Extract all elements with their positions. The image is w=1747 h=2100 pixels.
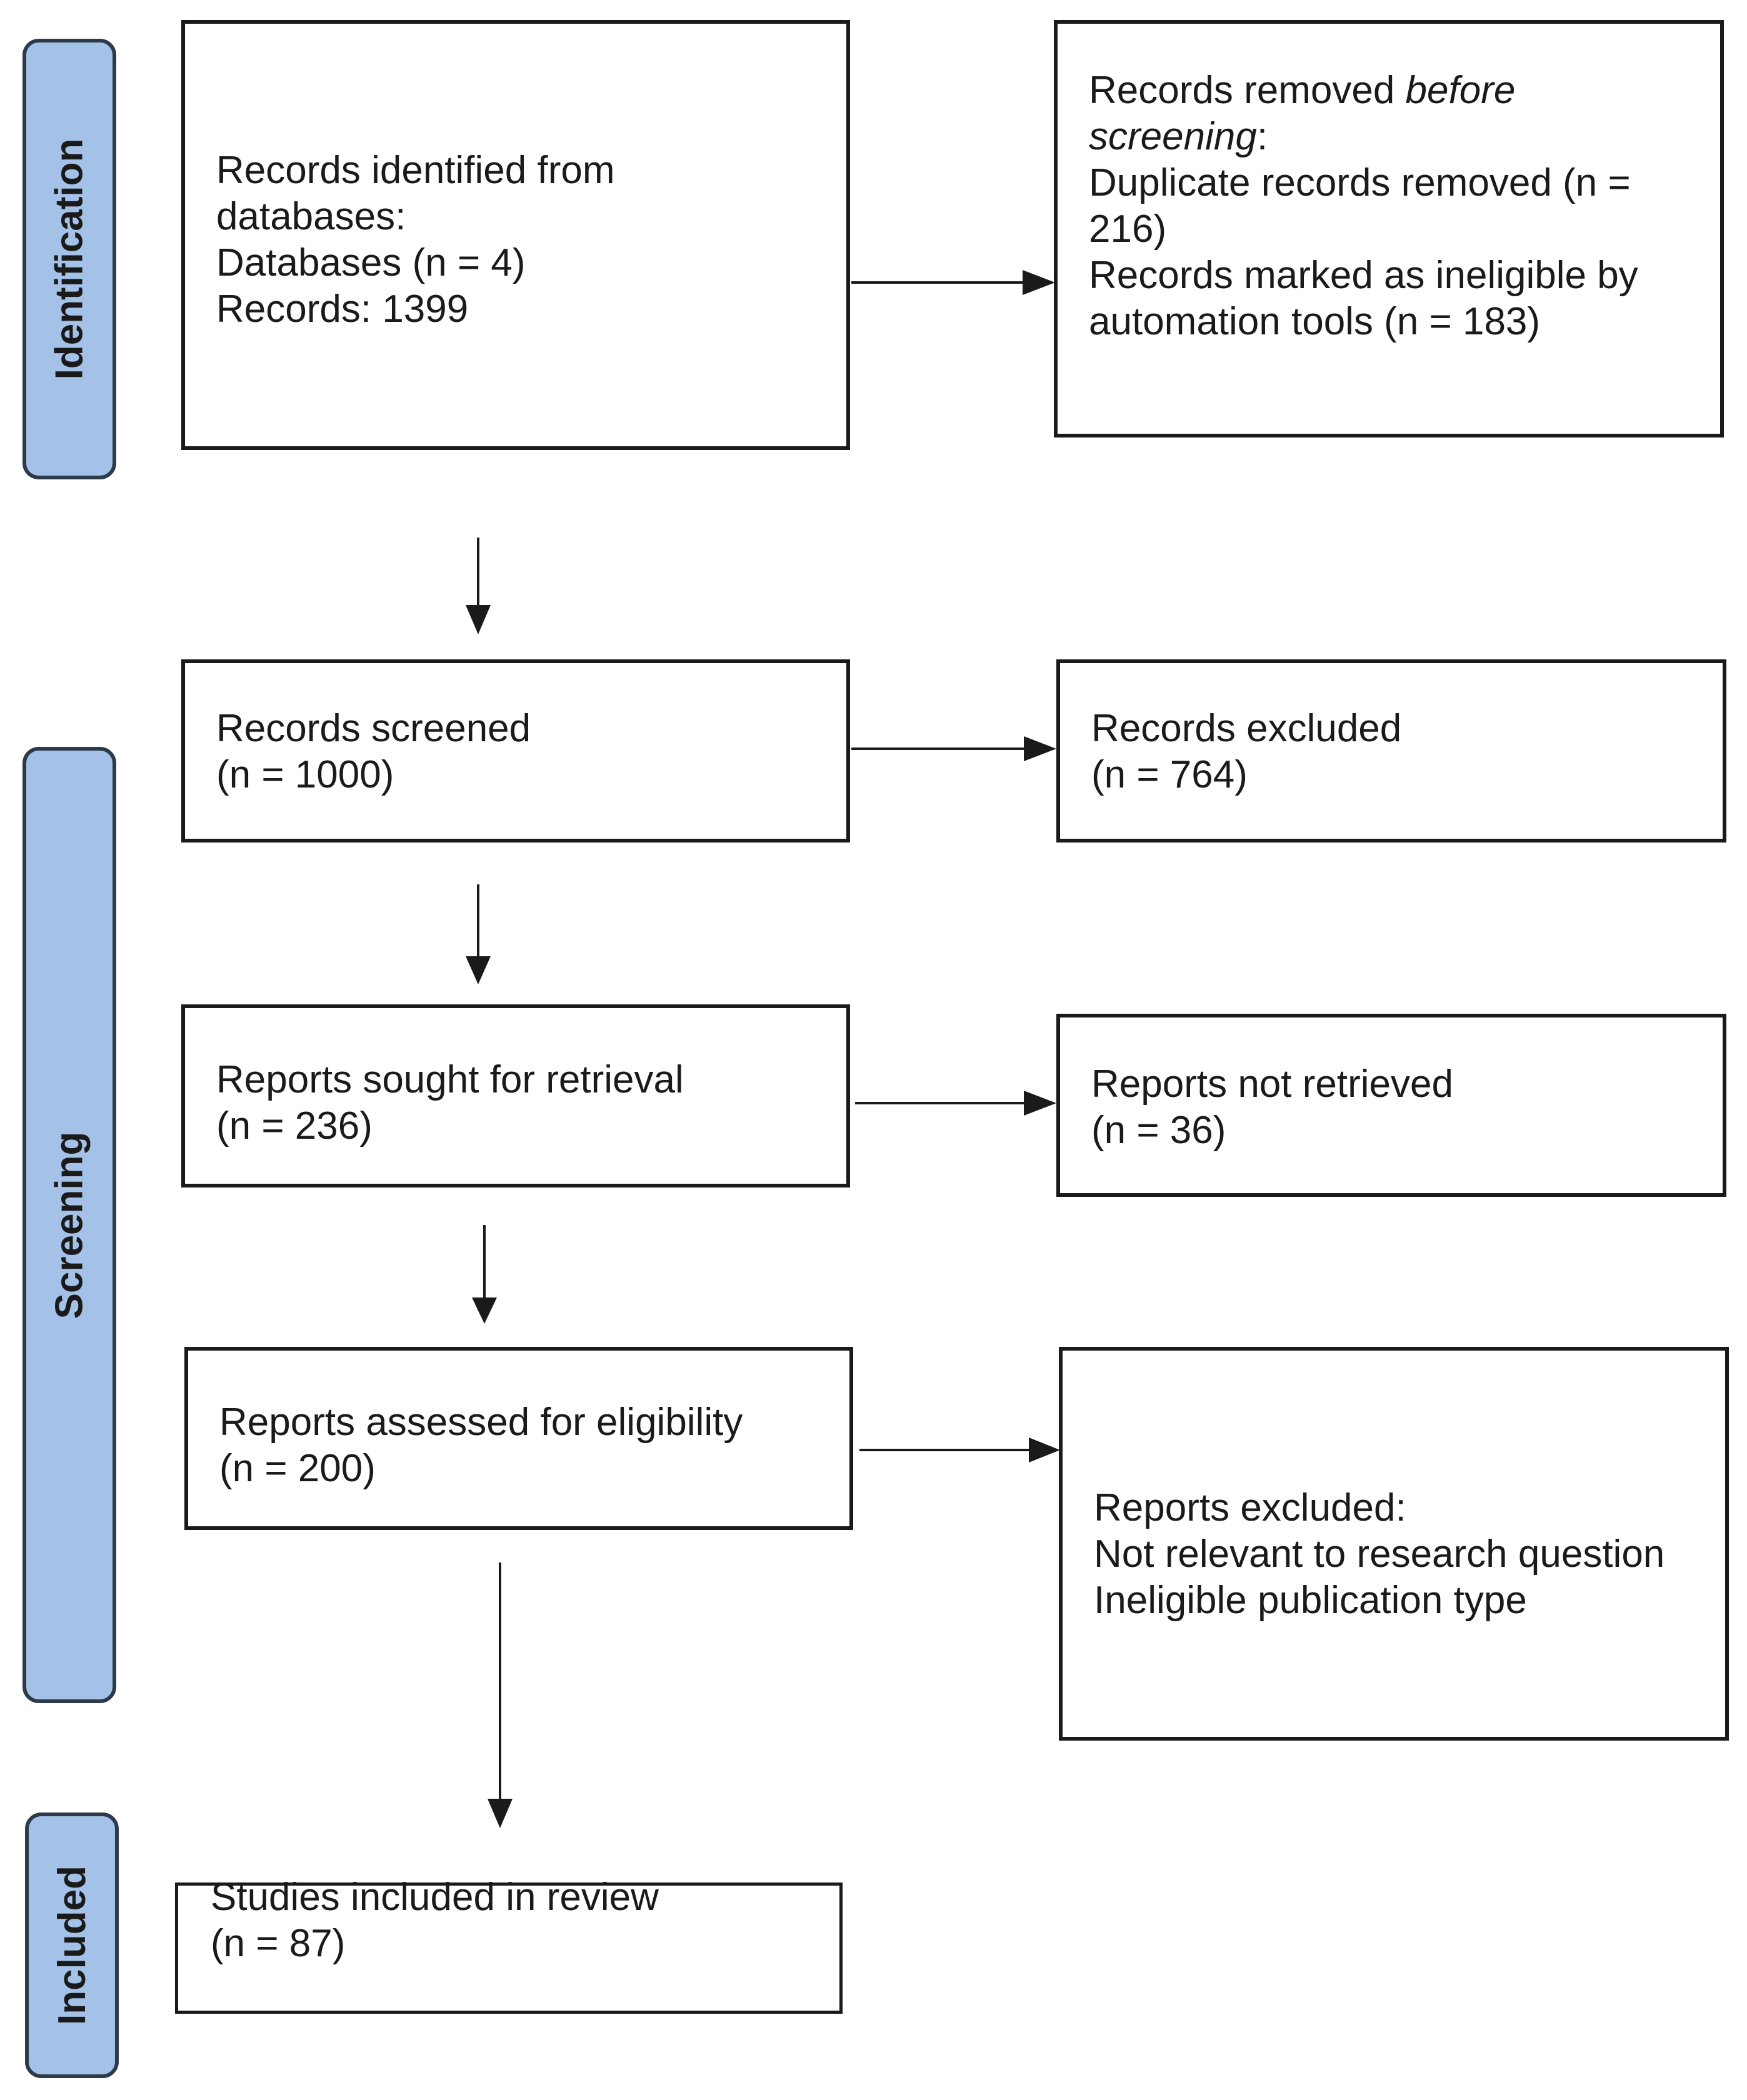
removed-heading-suffix: : xyxy=(1256,115,1268,158)
text-line: (n = 764) xyxy=(1091,753,1248,796)
box-records-screened: Records screened (n = 1000) xyxy=(181,659,850,842)
arrowhead-sought-to-assessed xyxy=(472,1298,497,1324)
box-reports-excluded: Reports excluded: Not relevant to resear… xyxy=(1059,1347,1729,1741)
text-line: (n = 1000) xyxy=(216,753,394,796)
box-records-removed: Records removed before screening: Duplic… xyxy=(1054,20,1724,438)
arrowhead-screened-to-excluded xyxy=(1024,736,1056,761)
box-reports-assessed: Reports assessed for eligibility (n = 20… xyxy=(184,1347,853,1530)
removed-heading: Records removed before screening: xyxy=(1089,68,1695,160)
box-reports-sought: Reports sought for retrieval (n = 236) xyxy=(181,1004,850,1188)
text-line: (n = 200) xyxy=(219,1447,376,1490)
text-line: (n = 236) xyxy=(216,1104,373,1148)
text-line: (n = 87) xyxy=(211,1922,346,1965)
removed-heading-prefix: Records removed xyxy=(1089,69,1406,112)
arrowhead-screened-to-sought xyxy=(466,956,491,984)
arrowhead-identified-to-screened xyxy=(466,605,491,634)
text-line: 216) xyxy=(1089,208,1167,251)
arrowhead-identified-to-removed xyxy=(1023,270,1055,295)
text-line: Duplicate records removed (n = xyxy=(1089,161,1631,204)
phase-screening: Screening xyxy=(23,747,116,1703)
text-line: Records marked as ineligible by xyxy=(1089,254,1638,297)
text-line: Studies included in review xyxy=(211,1876,659,1919)
box-records-excluded: Records excluded (n = 764) xyxy=(1056,659,1726,842)
text-line: automation tools (n = 183) xyxy=(1089,300,1541,343)
arrowhead-assessed-to-included xyxy=(488,1799,513,1828)
text-line: Records: 1399 xyxy=(216,288,469,331)
text-line: (n = 36) xyxy=(1091,1109,1226,1152)
phase-identification: Identification xyxy=(23,39,116,479)
text-line: Databases (n = 4) xyxy=(216,241,526,284)
text-line: Records excluded xyxy=(1091,707,1402,750)
box-studies-included: Studies included in review (n = 87) xyxy=(175,1876,843,2014)
text-line: databases: xyxy=(216,195,406,238)
phase-included: Included xyxy=(25,1812,119,2078)
text-line: Records screened xyxy=(216,707,531,750)
text-line: Records identified from xyxy=(216,149,615,192)
text-line: Reports sought for retrieval xyxy=(216,1058,684,1101)
text-line: Not relevant to research question xyxy=(1094,1532,1665,1576)
text-line: Reports excluded: xyxy=(1094,1486,1406,1529)
text-line: Ineligible publication type xyxy=(1094,1579,1527,1622)
box-reports-not-retrieved: Reports not retrieved (n = 36) xyxy=(1056,1014,1726,1197)
text-line: Reports not retrieved xyxy=(1091,1062,1453,1106)
removed-heading-italic: before screening xyxy=(1089,69,1516,158)
box-records-identified: Records identified from databases: Datab… xyxy=(181,20,850,450)
arrowhead-sought-to-not-retrieved xyxy=(1024,1091,1056,1116)
arrowhead-assessed-to-reports-excluded xyxy=(1029,1438,1060,1462)
text-line: Reports assessed for eligibility xyxy=(219,1401,743,1444)
